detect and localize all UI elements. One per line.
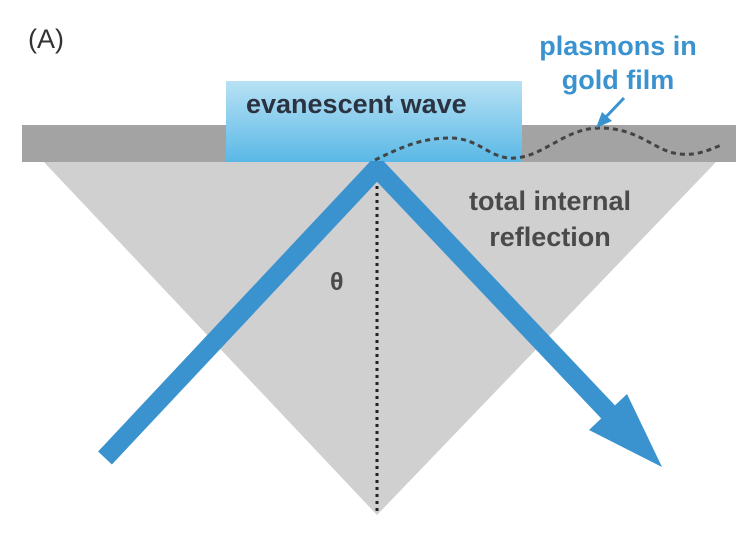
tir-label-line1: total internal <box>468 186 631 216</box>
reflected-beam <box>370 161 618 422</box>
plasmons-label-line2: gold film <box>561 65 675 95</box>
beam-apex <box>370 161 384 175</box>
plasmon-pointer-arrowhead <box>596 112 612 128</box>
incident-beam <box>98 161 384 465</box>
plasmons-label-line1: plasmons in <box>539 31 697 61</box>
tir-label-line2: reflection <box>489 222 611 252</box>
prism <box>42 160 718 515</box>
total-internal-reflection-label: total internal reflection <box>452 183 648 255</box>
plasmon-pointer-arrow <box>602 96 626 121</box>
plasmons-label: plasmons in gold film <box>518 29 718 97</box>
panel-label: (A) <box>28 24 64 54</box>
plasmon-wave <box>374 126 723 162</box>
angle-theta-label: θ <box>330 268 344 296</box>
reflected-beam-arrowhead <box>589 394 662 467</box>
evanescent-wave-region <box>226 81 522 162</box>
evanescent-wave-label: evanescent wave <box>246 89 467 119</box>
